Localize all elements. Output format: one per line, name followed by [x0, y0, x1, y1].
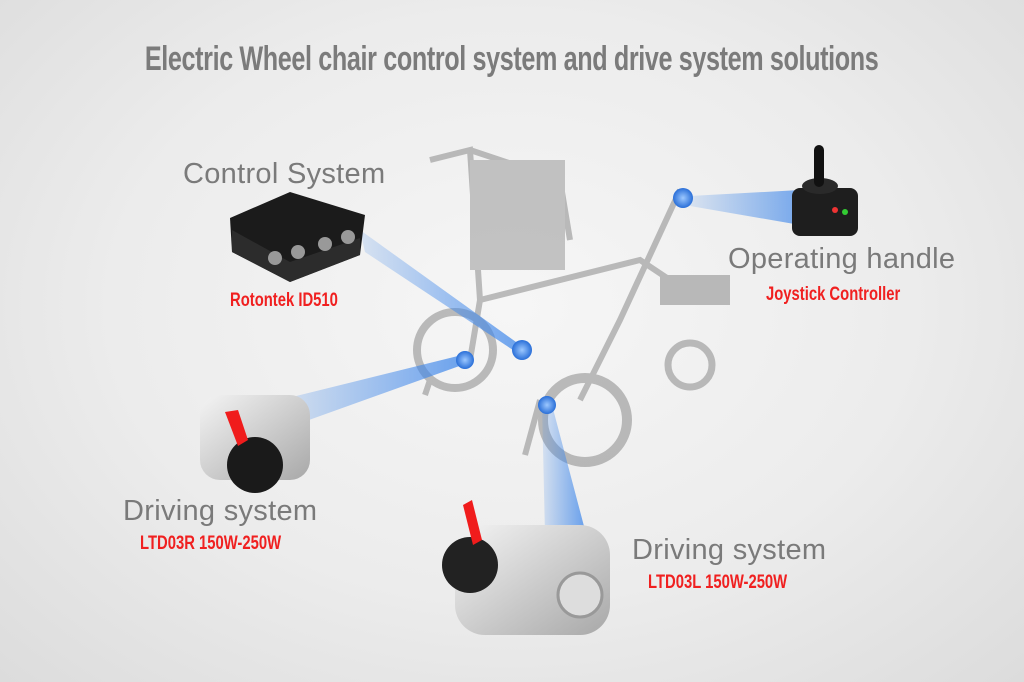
driving-system-left-model: LTD03R 150W-250W: [140, 533, 282, 554]
hotspot-joystick: [673, 188, 693, 208]
driving-system-right-label: Driving system: [632, 534, 827, 566]
control-system-label: Control System: [183, 158, 386, 190]
joystick-image: [792, 145, 858, 236]
wheelchair: [413, 146, 730, 467]
beam-right-motor: [542, 405, 585, 535]
left-motor-image: [200, 395, 310, 493]
hotspot-left-motor: [456, 351, 474, 369]
page-title: Electric Wheel chair control system and …: [145, 40, 879, 78]
hotspot-right-motor: [538, 396, 556, 414]
beam-left-motor: [280, 355, 465, 425]
operating-handle-label: Operating handle: [728, 243, 956, 275]
controller-box-image: [230, 192, 365, 282]
right-motor-image: [442, 500, 610, 635]
operating-handle-model: Joystick Controller: [766, 284, 901, 305]
driving-system-right-model: LTD03L 150W-250W: [648, 572, 788, 593]
control-system-model: Rotontek ID510: [230, 290, 338, 311]
hotspot-control: [512, 340, 532, 360]
beam-control: [360, 230, 522, 356]
beam-joystick: [690, 190, 800, 225]
driving-system-left-label: Driving system: [123, 495, 318, 527]
